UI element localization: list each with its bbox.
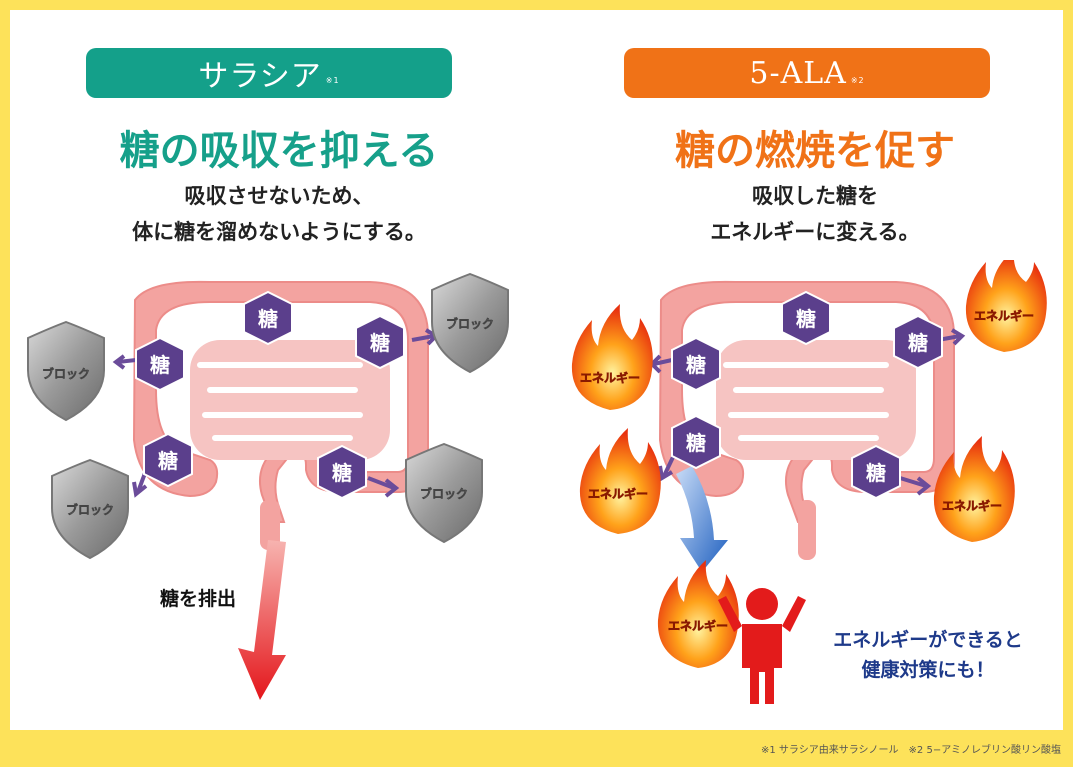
5ala-title-pill: 5-ALA※2 <box>624 48 990 98</box>
svg-text:エネルギー: エネルギー <box>588 486 648 501</box>
svg-text:糖: 糖 <box>150 353 170 377</box>
salacia-desc-line2: 体に糖を溜めないようにする。 <box>132 220 426 244</box>
intestine-illustration <box>132 280 430 550</box>
sugar-hexagon: 糖 <box>671 336 721 392</box>
excretion-arrow <box>238 540 286 700</box>
flame-icon: エネルギー <box>965 260 1047 352</box>
person-icon <box>718 588 806 704</box>
5ala-intestine-diagram: 糖 糖 糖 糖 糖 <box>571 260 1047 704</box>
svg-text:ブロック: ブロック <box>42 366 90 381</box>
excrete-label: 糖を排出 <box>160 587 236 610</box>
svg-text:ブロック: ブロック <box>446 316 494 331</box>
footnote: ※1 サラシア由来サラシノール ※2 5−アミノレブリン酸リン酸塩 <box>761 745 1061 756</box>
svg-text:エネルギー: エネルギー <box>974 308 1034 323</box>
sugar-hexagons: 糖 糖 糖 糖 糖 <box>135 290 405 500</box>
sugar-hexagon: 糖 <box>781 290 831 346</box>
salacia-description: 吸収させないため、 体に糖を溜めないようにする。 <box>16 178 542 250</box>
shield-icon: ブロック <box>405 442 483 544</box>
svg-text:糖: 糖 <box>686 353 706 377</box>
salacia-title: サラシア <box>198 59 322 94</box>
health-message-line1: エネルギーができると <box>833 628 1023 651</box>
svg-text:糖: 糖 <box>332 461 352 485</box>
sugar-hexagon: 糖 <box>851 444 901 500</box>
sugar-hexagon: 糖 <box>355 314 405 370</box>
svg-text:ブロック: ブロック <box>66 502 114 517</box>
flow-arrow <box>676 466 728 572</box>
sugar-hexagon: 糖 <box>317 444 367 500</box>
5ala-footnote-mark: ※2 <box>850 75 865 85</box>
5ala-headline: 糖の燃焼を促す <box>675 127 955 174</box>
flame-icon: エネルギー <box>657 560 739 668</box>
salacia-title-pill: サラシア※1 <box>86 48 452 98</box>
flame-icon: エネルギー <box>933 436 1015 542</box>
sugar-hexagons: 糖 糖 糖 糖 糖 <box>671 290 943 500</box>
svg-text:糖: 糖 <box>686 431 706 455</box>
shield-icon: ブロック <box>51 458 129 560</box>
5ala-desc-line1: 吸収した糖を <box>752 184 878 208</box>
svg-text:エネルギー: エネルギー <box>668 618 728 633</box>
5ala-title: 5-ALA <box>749 55 847 91</box>
salacia-desc-line1: 吸収させないため、 <box>184 184 374 208</box>
svg-text:糖: 糖 <box>258 307 278 331</box>
energy-arrows <box>649 328 966 496</box>
5ala-description: 吸収した糖を エネルギーに変える。 <box>552 178 1073 250</box>
salacia-intestine-diagram: 糖を排出 糖 糖 糖 <box>27 272 509 700</box>
health-message-line2: 健康対策にも！ <box>861 658 994 681</box>
salacia-footnote-mark: ※1 <box>325 75 340 85</box>
5ala-panel: 5-ALA※2 糖の燃焼を促す 吸収した糖を エネルギーに変える。 <box>536 10 1062 730</box>
sugar-hexagon: 糖 <box>243 290 293 346</box>
block-shields: ブロック ブロック ブロック ブロック <box>27 272 509 560</box>
shield-icon: ブロック <box>431 272 509 374</box>
salacia-headline: 糖の吸収を抑える <box>119 127 439 174</box>
salacia-panel: サラシア※1 糖の吸収を抑える 吸収させないため、 体に糖を溜めないようにする。 <box>10 10 536 730</box>
svg-text:糖: 糖 <box>866 461 886 485</box>
sugar-hexagon: 糖 <box>143 432 193 488</box>
sugar-hexagon: 糖 <box>893 314 943 370</box>
5ala-desc-line2: エネルギーに変える。 <box>710 220 920 244</box>
svg-text:糖: 糖 <box>370 331 390 355</box>
sugar-hexagon: 糖 <box>135 336 185 392</box>
svg-text:エネルギー: エネルギー <box>942 498 1002 513</box>
svg-text:糖: 糖 <box>908 331 928 355</box>
svg-text:糖: 糖 <box>158 449 178 473</box>
energy-flames: エネルギー エネルギー エネルギー エネルギー エネルギー <box>571 260 1047 668</box>
flame-icon: エネルギー <box>571 304 653 410</box>
svg-text:糖: 糖 <box>796 307 816 331</box>
flame-icon: エネルギー <box>579 428 661 534</box>
svg-text:エネルギー: エネルギー <box>580 370 640 385</box>
shield-icon: ブロック <box>27 320 105 422</box>
svg-text:ブロック: ブロック <box>420 486 468 501</box>
content-frame: サラシア※1 糖の吸収を抑える 吸収させないため、 体に糖を溜めないようにする。 <box>10 10 1063 730</box>
sugar-hexagon: 糖 <box>671 414 721 470</box>
